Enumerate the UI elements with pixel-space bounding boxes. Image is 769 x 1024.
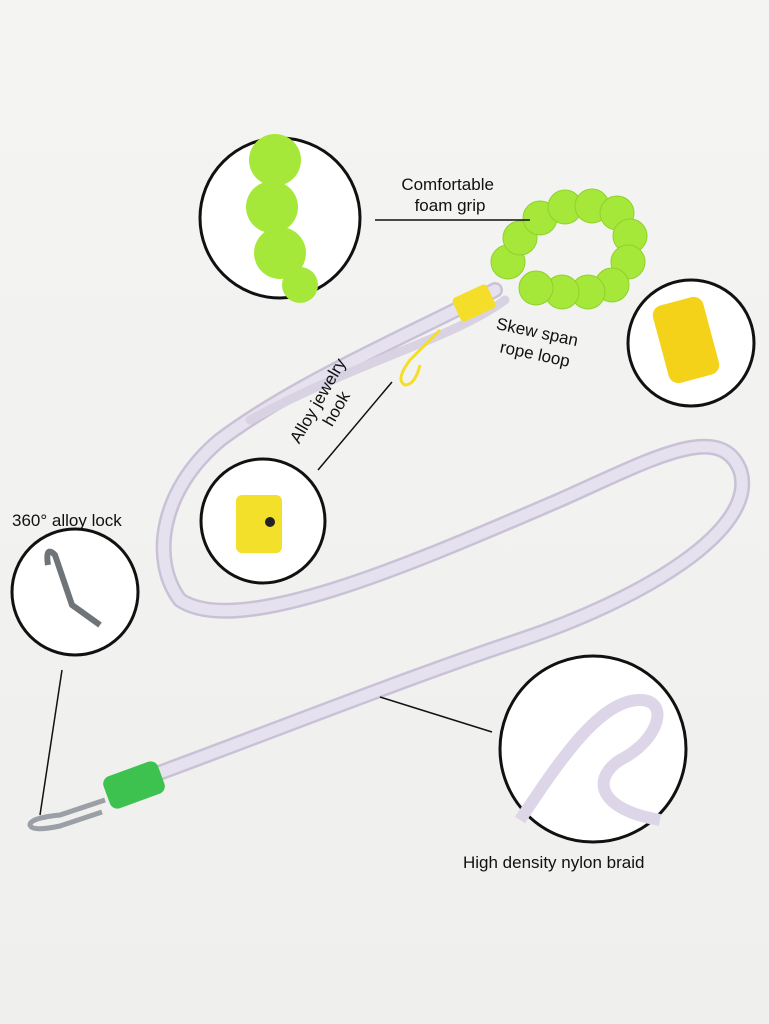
jewelry-hook: [399, 328, 442, 387]
yellow-connector: [452, 284, 496, 322]
callout-lines: [39, 219, 530, 816]
foam-grip: [490, 188, 648, 310]
detail-circle-grip: [198, 134, 362, 303]
detail-circle-skew: [626, 278, 756, 408]
label-skew-span: Skew span rope loop: [490, 314, 585, 372]
detail-circle-braid: [498, 654, 688, 844]
label-foam-grip: Comfortable foam grip: [401, 175, 498, 215]
label-alloy-lock: 360° alloy lock: [12, 511, 122, 530]
detail-circle-lock: [10, 527, 140, 657]
detail-circle-hook: [199, 457, 327, 585]
green-sleeve: [103, 761, 165, 809]
label-nylon-braid: High density nylon braid: [463, 853, 644, 872]
leash-rope: [132, 282, 751, 788]
metal-clip: [27, 797, 106, 832]
